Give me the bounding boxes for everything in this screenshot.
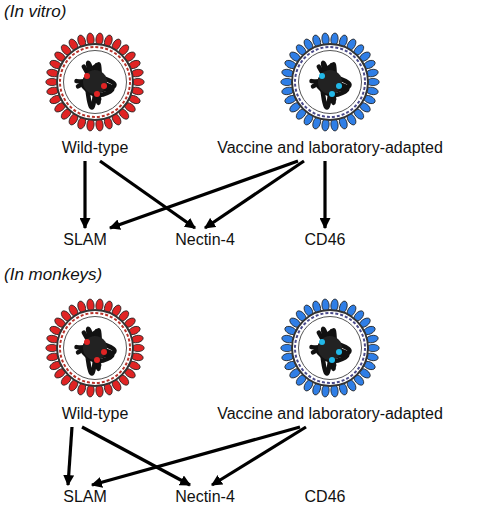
- matrix-layer: [299, 317, 362, 380]
- genome-marker: [84, 73, 90, 79]
- receptor-box: Nectin-4: [160, 487, 250, 507]
- binding-arrow: [100, 161, 195, 228]
- binding-arrow: [92, 427, 300, 485]
- membrane: [60, 313, 130, 383]
- virus-name: Wild-type: [62, 404, 129, 424]
- genome-marker: [319, 339, 325, 345]
- virus-label-box: Wild-type: [20, 296, 170, 424]
- receptor-name: CD46: [305, 230, 346, 250]
- wild-type-virus: [46, 33, 144, 132]
- virus-label-box: Vaccine and laboratory-adapted: [205, 296, 455, 424]
- panel-label: (In vitro): [4, 2, 66, 22]
- matrix-layer: [299, 51, 362, 114]
- receptor-name: Nectin-4: [175, 487, 235, 507]
- receptor-box: CD46: [292, 230, 358, 250]
- receptor-box: CD46: [292, 487, 358, 507]
- nucleocapsid-core: [83, 336, 107, 360]
- matrix-layer: [64, 317, 127, 380]
- receptor-box: SLAM: [50, 230, 120, 250]
- receptor-box: SLAM: [50, 487, 120, 507]
- genome-marker: [336, 83, 342, 89]
- virus-name: Vaccine and laboratory-adapted: [217, 404, 443, 424]
- virus-name: Wild-type: [62, 138, 129, 158]
- receptor-box: Nectin-4: [160, 230, 250, 250]
- nucleocapsid-core: [83, 70, 107, 94]
- genome-marker: [329, 91, 335, 97]
- receptor-name: SLAM: [63, 230, 107, 250]
- genome-marker: [101, 83, 107, 89]
- membrane: [295, 47, 365, 117]
- genome-marker: [94, 357, 100, 363]
- virus-name: Vaccine and laboratory-adapted: [217, 138, 443, 158]
- receptor-name: SLAM: [63, 487, 107, 507]
- genome-marker: [101, 349, 107, 355]
- genome-marker: [319, 73, 325, 79]
- virus-label-box: Wild-type: [20, 30, 170, 158]
- nucleocapsid-core: [318, 336, 342, 360]
- vaccine-virus: [281, 299, 379, 398]
- genome-marker: [329, 357, 335, 363]
- binding-arrow: [83, 161, 86, 228]
- binding-arrow: [68, 427, 72, 485]
- matrix-layer: [64, 51, 127, 114]
- envelope: [57, 310, 133, 386]
- receptor-name: CD46: [305, 487, 346, 507]
- vaccine-virus: [281, 33, 379, 132]
- membrane: [295, 313, 365, 383]
- envelope: [292, 310, 368, 386]
- nucleocapsid-core: [318, 70, 342, 94]
- binding-arrow: [212, 427, 306, 485]
- binding-arrow: [110, 161, 298, 228]
- wild-type-virus: [46, 299, 144, 398]
- envelope: [292, 44, 368, 120]
- genome-marker: [336, 349, 342, 355]
- genome-marker: [94, 91, 100, 97]
- envelope: [57, 44, 133, 120]
- panel-label: (In monkeys): [4, 265, 102, 285]
- binding-arrow: [205, 161, 304, 228]
- membrane: [60, 47, 130, 117]
- binding-arrow: [82, 427, 190, 485]
- receptor-name: Nectin-4: [175, 230, 235, 250]
- binding-arrow: [323, 161, 326, 228]
- genome-marker: [84, 339, 90, 345]
- virus-label-box: Vaccine and laboratory-adapted: [205, 30, 455, 158]
